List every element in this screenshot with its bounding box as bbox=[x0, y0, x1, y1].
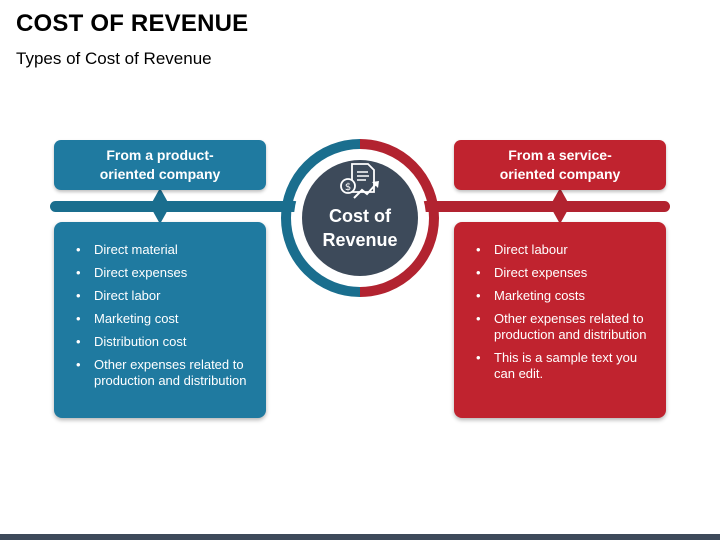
right-item-text: This is a sample text you can edit. bbox=[494, 350, 638, 381]
left-item-text: Direct expenses bbox=[94, 265, 188, 280]
right-content-box: •Direct labour •Direct expenses •Marketi… bbox=[454, 222, 666, 418]
right-item-text: Marketing costs bbox=[494, 288, 586, 303]
left-list-item: •Marketing cost bbox=[76, 311, 179, 326]
left-item-text: Marketing cost bbox=[94, 311, 179, 326]
right-connector-diamond bbox=[550, 188, 570, 224]
center-label: Cost of Revenue bbox=[300, 204, 420, 252]
right-list-item: •Direct labour bbox=[476, 242, 568, 257]
right-item-text: Other expenses related to production and… bbox=[494, 311, 647, 342]
slide-subtitle: Types of Cost of Revenue bbox=[16, 49, 212, 68]
left-list-item: •Direct expenses bbox=[76, 265, 188, 280]
right-item-text: Direct expenses bbox=[494, 265, 588, 280]
left-header-line1: From a product- bbox=[106, 147, 214, 163]
left-item-list: •Direct material •Direct expenses •Direc… bbox=[76, 242, 254, 389]
svg-text:$: $ bbox=[345, 182, 351, 193]
slide-title: COST OF REVENUE bbox=[16, 10, 249, 37]
left-item-text: Direct material bbox=[94, 242, 178, 257]
right-list-item: •This is a sample text you can edit. bbox=[476, 350, 638, 381]
center-label-line2: Revenue bbox=[322, 230, 398, 250]
left-item-text: Direct labor bbox=[94, 288, 161, 303]
left-item-text: Other expenses related to production and… bbox=[94, 357, 247, 388]
right-item-text: Direct labour bbox=[494, 242, 568, 257]
invoice-dollar-growth-icon: $ bbox=[340, 163, 379, 199]
left-list-item: •Distribution cost bbox=[76, 334, 187, 349]
footer-bar bbox=[0, 534, 720, 540]
right-connector-bar bbox=[420, 201, 670, 212]
right-list-item: •Direct expenses bbox=[476, 265, 588, 280]
left-item-text: Distribution cost bbox=[94, 334, 187, 349]
left-header-line2: oriented company bbox=[99, 166, 221, 182]
right-header-line2: oriented company bbox=[499, 166, 621, 182]
left-list-item: •Other expenses related to production an… bbox=[76, 357, 247, 388]
right-header-box: From a service- oriented company bbox=[454, 140, 666, 190]
right-header-line1: From a service- bbox=[508, 147, 612, 163]
right-list-item: •Other expenses related to production an… bbox=[476, 311, 647, 342]
left-content-box: •Direct material •Direct expenses •Direc… bbox=[54, 222, 266, 418]
right-list-item: •Marketing costs bbox=[476, 288, 586, 303]
center-label-line1: Cost of bbox=[329, 206, 391, 226]
left-connector-diamond bbox=[150, 188, 170, 224]
left-connector-bar bbox=[50, 201, 300, 212]
left-header-box: From a product- oriented company bbox=[54, 140, 266, 190]
center-circle bbox=[281, 139, 439, 297]
left-list-item: •Direct labor bbox=[76, 288, 161, 303]
right-item-list: •Direct labour •Direct expenses •Marketi… bbox=[476, 242, 654, 382]
left-list-item: •Direct material bbox=[76, 242, 178, 257]
